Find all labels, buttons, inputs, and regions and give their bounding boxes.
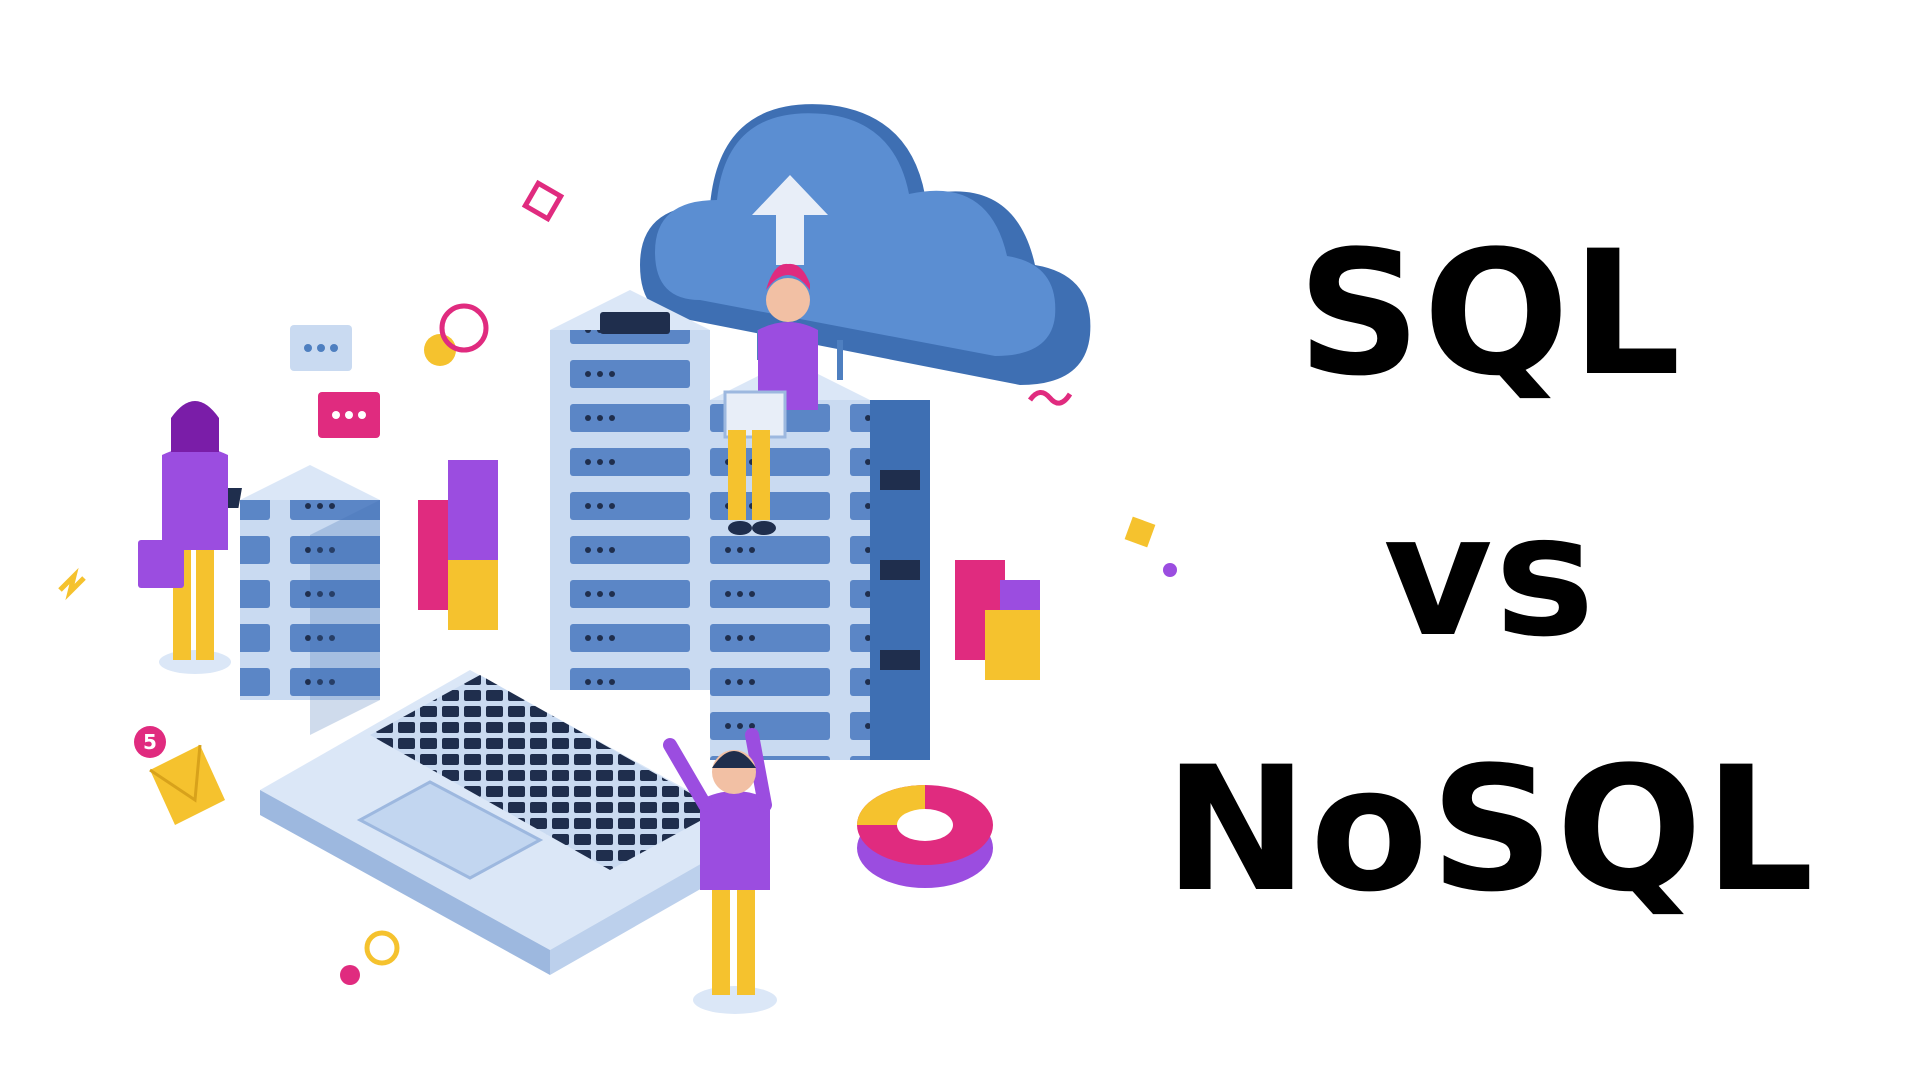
headline-nosql: NoSQL (1164, 729, 1816, 930)
person-sitting (723, 263, 818, 535)
server-rack-icon (202, 465, 380, 735)
decorations (58, 179, 1177, 985)
chat-bubble-icon (290, 325, 380, 438)
headline-sql: SQL (1297, 213, 1683, 414)
donut-chart-icon (857, 785, 993, 888)
badge-count: 5 (143, 730, 157, 754)
bar-blocks-icon (418, 460, 498, 630)
cloud-upload-icon (640, 104, 1091, 386)
bar-blocks-icon (955, 560, 1040, 680)
person-left (138, 401, 231, 674)
envelope-icon: 5 (134, 726, 225, 825)
notification-badge (134, 726, 166, 758)
laptop-icon (260, 670, 760, 975)
headline-vs: vs (1383, 478, 1597, 674)
person-bottom (663, 728, 777, 1014)
